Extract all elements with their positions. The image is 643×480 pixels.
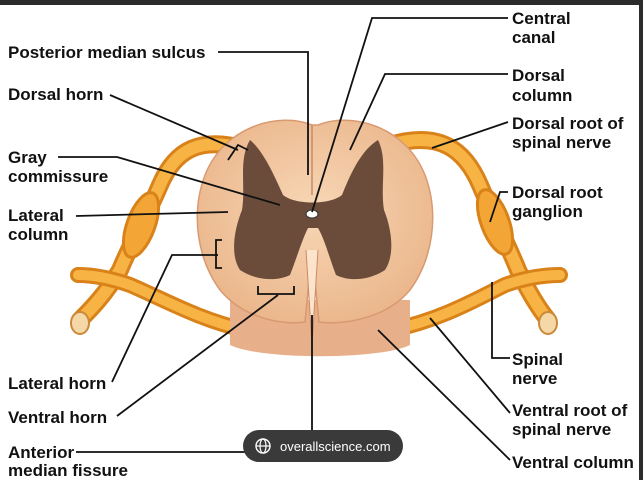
label-ventral-horn: Ventral horn bbox=[8, 408, 108, 427]
label-dorsal-horn: Dorsal horn bbox=[8, 85, 104, 104]
label-spinal-nerve-line2: nerve bbox=[512, 369, 558, 388]
label-lateral-column-line2: column bbox=[8, 225, 69, 244]
label-ventral-root-line1: Ventral root of bbox=[512, 401, 628, 420]
right-spinal-nerve bbox=[381, 131, 568, 338]
label-spinal-nerve-line1: Spinal bbox=[512, 350, 564, 369]
label-dorsal-root-ganglion-line2: ganglion bbox=[512, 202, 583, 221]
label-dorsal-root-ganglion-line1: Dorsal root bbox=[512, 183, 603, 202]
label-lateral-column-line1: Lateral bbox=[8, 206, 64, 225]
label-dorsal-column-line1: Dorsal bbox=[512, 66, 565, 85]
label-dorsal-column-line2: column bbox=[512, 86, 573, 105]
left-nerve-cut-end bbox=[70, 311, 90, 335]
label-ventral-column: Ventral column bbox=[512, 453, 634, 472]
globe-icon bbox=[255, 438, 271, 454]
label-lateral-horn: Lateral horn bbox=[8, 374, 107, 393]
label-dorsal-root-line1: Dorsal root of bbox=[512, 114, 624, 133]
label-anterior-median-fissure-line2: median fissure bbox=[8, 461, 128, 480]
label-gray-commissure-line2: commissure bbox=[8, 167, 109, 186]
top-border bbox=[0, 0, 643, 5]
right-border bbox=[639, 0, 643, 480]
label-gray-commissure-line1: Gray bbox=[8, 148, 47, 167]
label-posterior-median-sulcus: Posterior median sulcus bbox=[8, 43, 206, 62]
label-dorsal-root-line2: spinal nerve bbox=[512, 133, 612, 152]
right-nerve-cut-end bbox=[538, 311, 558, 335]
label-central-canal-line1: Central bbox=[512, 9, 571, 28]
label-ventral-root-line2: spinal nerve bbox=[512, 420, 612, 439]
left-spinal-nerve bbox=[70, 135, 257, 338]
watermark-badge[interactable]: overallscience.com bbox=[243, 430, 403, 462]
label-anterior-median-fissure-line1: Anterior bbox=[8, 443, 75, 462]
watermark-text: overallscience.com bbox=[280, 438, 391, 454]
label-central-canal-line2: canal bbox=[512, 28, 556, 47]
